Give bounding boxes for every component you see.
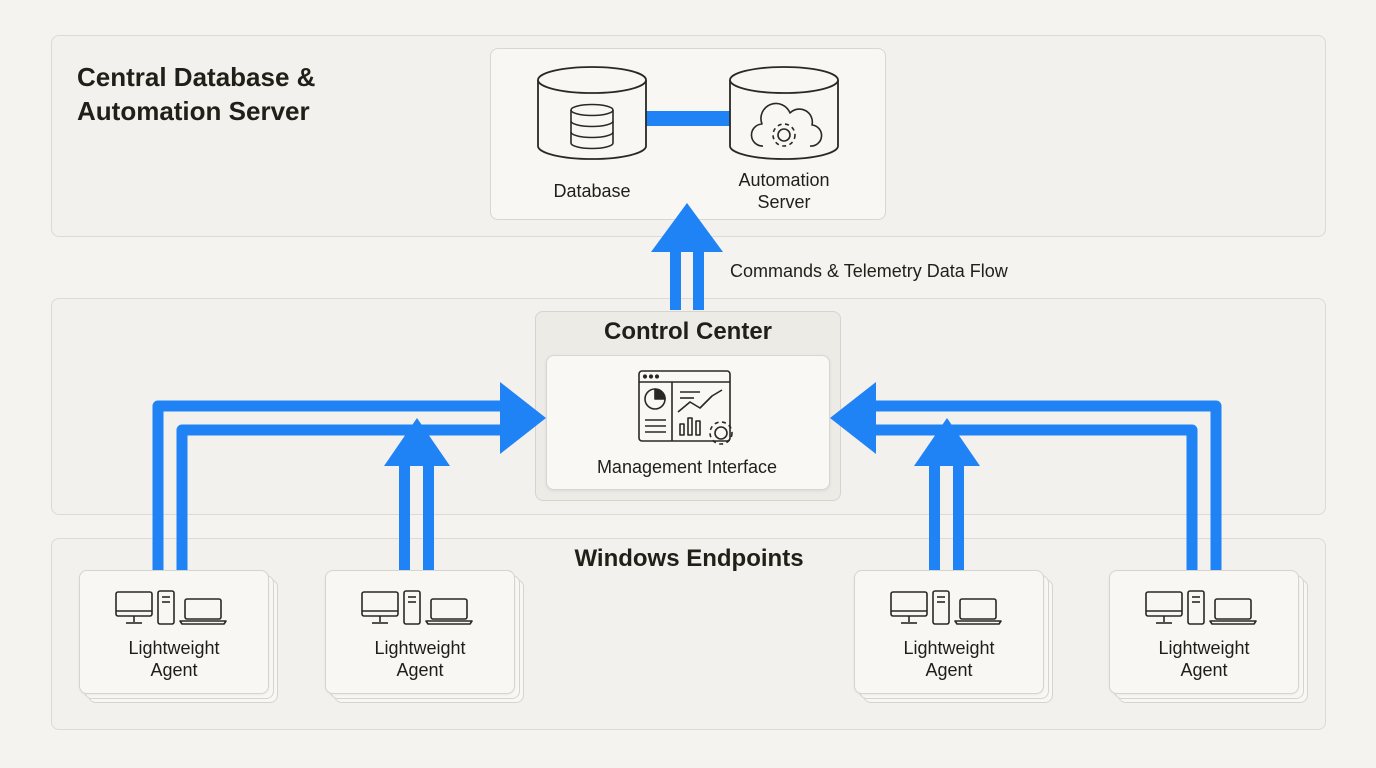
agent-label-line2: Agent (396, 660, 444, 680)
db-link-connector (644, 111, 734, 126)
automation-label-line2: Server (757, 192, 811, 212)
server-zone-title: Central Database & Automation Server (77, 60, 315, 128)
server-zone-title-line2: Automation Server (77, 96, 310, 126)
devices-icon (890, 590, 1002, 625)
devices-icon (361, 590, 473, 625)
agent-label-line2: Agent (150, 660, 198, 680)
database-cylinder-icon (537, 66, 647, 160)
left-outer-arrowhead (500, 382, 546, 454)
automation-server-cylinder-icon (729, 66, 839, 160)
database-icon (570, 103, 614, 150)
devices-icon (1145, 590, 1257, 625)
devices-icon (115, 590, 227, 625)
data-flow-label: Commands & Telemetry Data Flow (730, 261, 1008, 281)
right-outer-arrow (870, 400, 1222, 570)
agent-card-2: Lightweight Agent (325, 570, 524, 703)
agent-card-1: Lightweight Agent (79, 570, 278, 703)
management-interface-label: Management Interface (596, 457, 778, 477)
dashboard-icon (638, 370, 733, 445)
right-outer-arrowhead (830, 382, 876, 454)
endpoints-title: Windows Endpoints (574, 545, 804, 572)
upward-flow-arrow (651, 203, 723, 310)
agent-label-line1: Lightweight (374, 638, 466, 658)
control-center-title: Control Center (604, 318, 772, 345)
agent-label-line1: Lightweight (128, 638, 220, 658)
agent-card-4: Lightweight Agent (1109, 570, 1308, 703)
agent-label-line1: Lightweight (903, 638, 995, 658)
left-inner-arrow (384, 418, 450, 570)
server-zone-title-line1: Central Database & (77, 62, 316, 92)
database-label: Database (553, 181, 631, 201)
automation-label-line1: Automation (738, 170, 830, 190)
agent-label-line1: Lightweight (1158, 638, 1250, 658)
cloud-gear-icon (750, 102, 823, 147)
automation-server-label: Automation Server (714, 169, 854, 213)
agent-card-3: Lightweight Agent (854, 570, 1053, 703)
right-inner-arrow (914, 418, 980, 570)
agent-label-line2: Agent (1180, 660, 1228, 680)
agent-label-line2: Agent (925, 660, 973, 680)
left-outer-arrow (152, 400, 506, 570)
